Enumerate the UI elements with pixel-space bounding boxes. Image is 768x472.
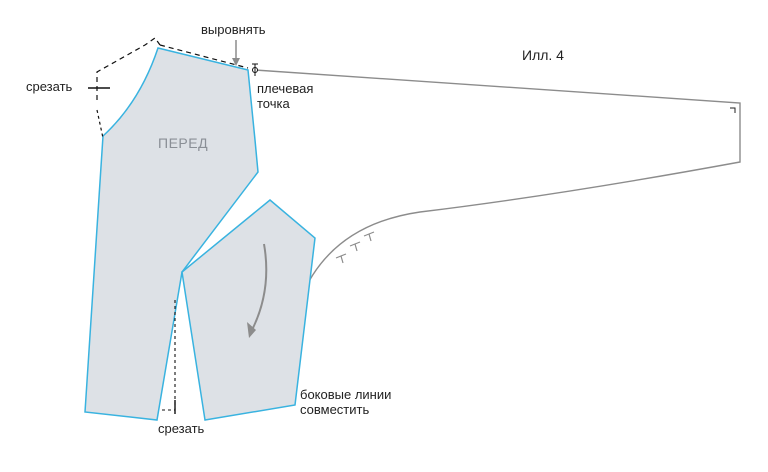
dashed-shoulder xyxy=(159,44,249,69)
figure-label: Илл. 4 xyxy=(522,47,564,63)
front-piece-lower xyxy=(181,199,316,421)
rotation-arrow-icon xyxy=(247,243,268,338)
shoulder-point-icon xyxy=(252,63,258,76)
shoulder-point-line2: точка xyxy=(257,96,290,111)
side-lines-label: боковые линии совместить xyxy=(300,387,391,417)
corner-mark xyxy=(730,107,736,113)
cut-bottom-label: срезать xyxy=(158,421,205,436)
front-part-label: ПЕРЕД xyxy=(158,135,209,151)
side-lines-line1: боковые линии xyxy=(300,387,392,402)
shoulder-point-line1: плечевая xyxy=(257,81,314,96)
shoulder-point-label: плечевая точка xyxy=(257,81,313,111)
align-arrow-icon xyxy=(232,40,240,66)
align-label: выровнять xyxy=(201,22,266,37)
side-notches xyxy=(335,231,375,264)
front-piece-upper xyxy=(84,47,259,421)
dashed-neck-curve xyxy=(96,109,104,139)
dashed-neckline xyxy=(96,37,161,100)
cut-top-label: срезать xyxy=(26,79,73,94)
side-lines-line2: совместить xyxy=(300,402,370,417)
